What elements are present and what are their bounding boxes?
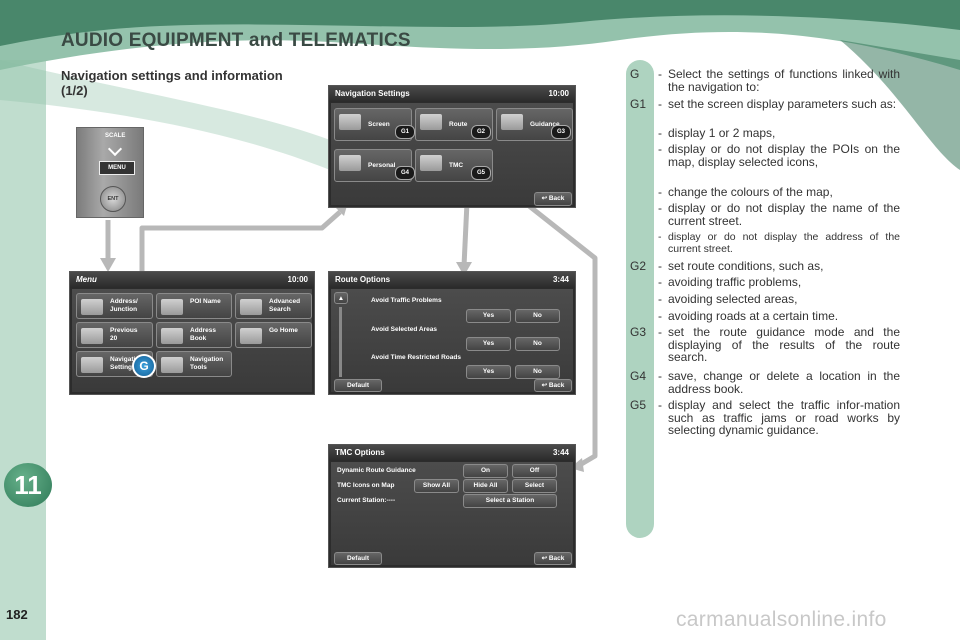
scrollbar-track[interactable] [339, 307, 342, 377]
page-header-title: AUDIO EQUIPMENT and TELEMATICS [61, 30, 411, 51]
menu-button-address-junction[interactable]: Address/ Junction [76, 293, 153, 319]
desc-text: set the screen display parameters such a… [668, 97, 897, 111]
home-icon [240, 328, 262, 344]
tmc-option-label: Dynamic Route Guidance [337, 467, 416, 474]
watermark-text: carmanualsonline.info [676, 608, 887, 631]
desc-text: save, change or delete a location in the… [668, 369, 900, 396]
address-icon [81, 299, 103, 315]
tag-g4: G4 [395, 166, 415, 180]
route-option-label: Avoid Selected Areas [371, 326, 437, 333]
desc-text: display and select the traffic infor-mat… [668, 398, 900, 437]
tmc-option-label: TMC Icons on Map [337, 482, 395, 489]
back-button[interactable]: ↩ Back [534, 192, 572, 206]
navigation-settings-screen: Navigation Settings 10:00 Screen Route G… [328, 85, 576, 208]
tag-g1: G1 [395, 125, 415, 139]
desc-key: G3 [630, 325, 647, 339]
desc-key: G2 [630, 259, 647, 273]
desc-key: G [630, 67, 640, 81]
menu-button-poi-name[interactable]: POI Name [156, 293, 232, 319]
book-icon [161, 328, 183, 344]
nav-settings-header: Navigation Settings 10:00 [329, 86, 575, 102]
screen-clock: 3:44 [552, 275, 569, 284]
default-button[interactable]: Default [334, 552, 382, 565]
desc-key: G5 [630, 398, 647, 412]
tmc-icon [420, 155, 442, 171]
tag-g5: G5 [471, 166, 491, 180]
section-title: Navigation settings and information (1/2… [61, 68, 283, 98]
page-number: 182 [6, 607, 28, 622]
no-button[interactable]: No [515, 309, 560, 323]
route-icon [420, 114, 442, 130]
on-button[interactable]: On [463, 464, 508, 478]
show-all-button[interactable]: Show All [414, 479, 459, 493]
tools-icon [161, 357, 183, 373]
desc-key: G4 [630, 369, 647, 383]
menu-button-go-home[interactable]: Go Home [235, 322, 312, 348]
route-option-label: Avoid Traffic Problems [371, 297, 442, 304]
desc-text: Select the settings of functions linked … [668, 67, 900, 94]
screen-icon [339, 114, 361, 130]
menu-button-advanced-search[interactable]: Advanced Search [235, 293, 312, 319]
menu-button-previous-20[interactable]: Previous 20 [76, 322, 153, 348]
yes-button[interactable]: Yes [466, 309, 511, 323]
desc-text: set route conditions, such as, [668, 259, 824, 273]
scroll-up-button[interactable]: ▲ [334, 292, 348, 304]
scale-button-label: SCALE [105, 133, 126, 139]
no-button[interactable]: No [515, 337, 560, 351]
route-option-label: Avoid Time Restricted Roads [371, 354, 461, 361]
guidance-icon [501, 114, 523, 130]
tag-g3: G3 [551, 125, 571, 139]
personal-icon [339, 155, 361, 171]
yes-button[interactable]: Yes [466, 365, 511, 379]
screen-clock: 10:00 [548, 89, 569, 98]
nav-settings-route-button[interactable]: Route [415, 108, 493, 141]
chapter-tab [4, 463, 52, 507]
screen-clock: 3:44 [552, 448, 569, 457]
screen-clock: 10:00 [287, 275, 308, 284]
select-button[interactable]: Select [512, 479, 557, 493]
screen-title: TMC Options [335, 448, 385, 457]
off-button[interactable]: Off [512, 464, 557, 478]
screen-title: Menu [76, 275, 97, 284]
route-options-screen: Route Options 3:44 ▲ Avoid Traffic Probl… [328, 271, 576, 395]
poi-icon [161, 299, 183, 315]
back-button[interactable]: ↩ Back [534, 379, 572, 392]
desc-key: G1 [630, 97, 647, 111]
nav-settings-personal-button[interactable]: Personal [334, 149, 412, 182]
route-options-header: Route Options 3:44 [329, 272, 575, 288]
back-button[interactable]: ↩ Back [534, 552, 572, 565]
no-button[interactable]: No [515, 365, 560, 379]
select-station-button[interactable]: Select a Station [463, 494, 557, 508]
tmc-options-header: TMC Options 3:44 [329, 445, 575, 461]
menu-button-navigation-tools[interactable]: Navigation Tools [156, 351, 232, 377]
control-panel-photo: SCALE MENU ENT [76, 127, 144, 218]
menu-screen: Menu 10:00 Address/ Junction POI Name Ad… [69, 271, 315, 395]
default-button[interactable]: Default [334, 379, 382, 392]
back-arrow-icon: ↩ [541, 195, 549, 202]
menu-button-address-book[interactable]: Address Book [156, 322, 232, 348]
menu-button: MENU [99, 161, 135, 175]
chapter-number: 11 [14, 470, 42, 500]
yes-button[interactable]: Yes [466, 337, 511, 351]
tag-g2: G2 [471, 125, 491, 139]
back-arrow-icon: ↩ [541, 382, 549, 389]
settings-icon [81, 357, 103, 373]
tmc-option-label: Current Station:---- [337, 497, 396, 504]
callout-g-badge: G [132, 354, 156, 378]
search-icon [240, 299, 262, 315]
desc-text: set the route guidance mode and the disp… [668, 325, 900, 364]
ent-dial: ENT [100, 186, 126, 212]
tmc-options-screen: TMC Options 3:44 Dynamic Route Guidance … [328, 444, 576, 568]
history-icon [81, 328, 103, 344]
screen-title: Route Options [335, 275, 391, 284]
hide-all-button[interactable]: Hide All [463, 479, 508, 493]
arrow-head-down [100, 258, 116, 272]
back-arrow-icon: ↩ [541, 555, 549, 562]
menu-screen-header: Menu 10:00 [70, 272, 314, 288]
screen-title: Navigation Settings [335, 89, 410, 98]
